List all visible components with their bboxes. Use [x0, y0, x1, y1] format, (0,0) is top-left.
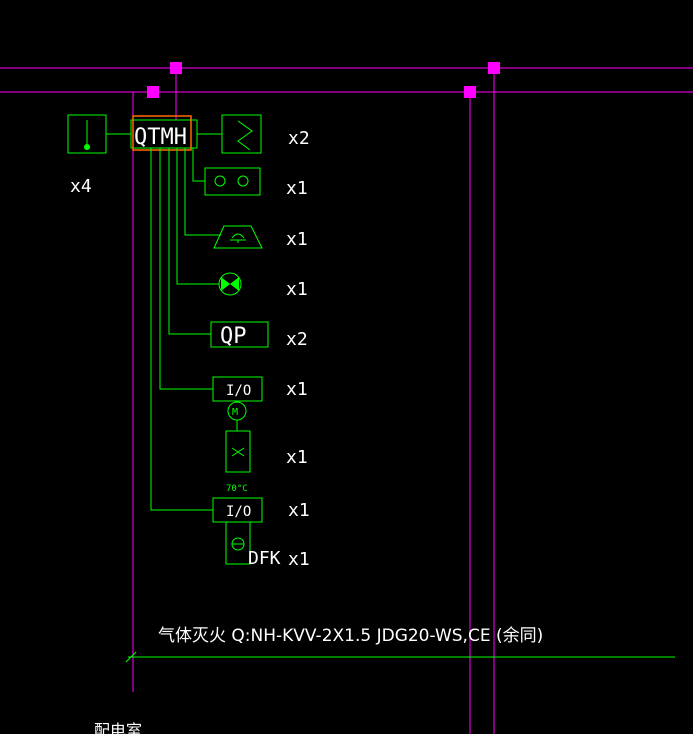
- zigzag-device-symbol[interactable]: [221, 114, 262, 154]
- grip-handle[interactable]: [488, 62, 500, 74]
- dfk-label: DFK: [248, 548, 281, 569]
- wire-3: [184, 148, 221, 236]
- device-count-8: x1: [288, 500, 310, 521]
- qp-label: QP: [220, 324, 247, 349]
- zigzag-icon: [237, 120, 253, 151]
- room-label: 配电室: [94, 721, 142, 734]
- damper-x-icon: [231, 447, 245, 457]
- device-count-4: x1: [286, 279, 308, 300]
- cable-annotation: 气体灭火 Q:NH-KVV-2X1.5 JDG20-WS,CE (余同): [158, 626, 543, 646]
- circle-icon: [214, 175, 226, 187]
- grip-handle[interactable]: [170, 62, 182, 74]
- wire-5: [168, 148, 211, 335]
- grip-handle[interactable]: [147, 86, 159, 98]
- wire-4: [176, 148, 219, 285]
- bell-icon: [230, 233, 246, 243]
- wire-2: [192, 148, 205, 182]
- wire-7: [150, 148, 213, 511]
- bell-device-symbol[interactable]: [213, 225, 263, 249]
- detector-dot: [84, 144, 90, 150]
- lamp-icon: [221, 277, 239, 291]
- device-count-6: x1: [286, 379, 308, 400]
- damper-box[interactable]: [225, 430, 251, 473]
- wire-6: [159, 148, 213, 390]
- device-count-1: x2: [288, 128, 310, 149]
- motor-label: M: [232, 407, 238, 418]
- io-label-2: I/O: [226, 504, 251, 520]
- device-count-2: x1: [286, 178, 308, 199]
- io-label-1: I/O: [226, 383, 251, 399]
- device-count-9: x1: [288, 549, 310, 570]
- double-circle-device[interactable]: [204, 167, 261, 196]
- device-count-3: x1: [286, 229, 308, 250]
- grip-handle[interactable]: [464, 86, 476, 98]
- selection-highlight: [132, 115, 192, 151]
- annotation-tick: [125, 651, 137, 663]
- temperature-label: 70°C: [226, 484, 248, 494]
- qtmh-label: QTMH: [134, 125, 187, 150]
- device-count-7: x1: [286, 447, 308, 468]
- circle-icon: [237, 175, 249, 187]
- detector-count: x4: [70, 176, 92, 197]
- dfk-box[interactable]: [225, 521, 251, 565]
- device-count-5: x2: [286, 329, 308, 350]
- qp-device-box[interactable]: [210, 321, 269, 348]
